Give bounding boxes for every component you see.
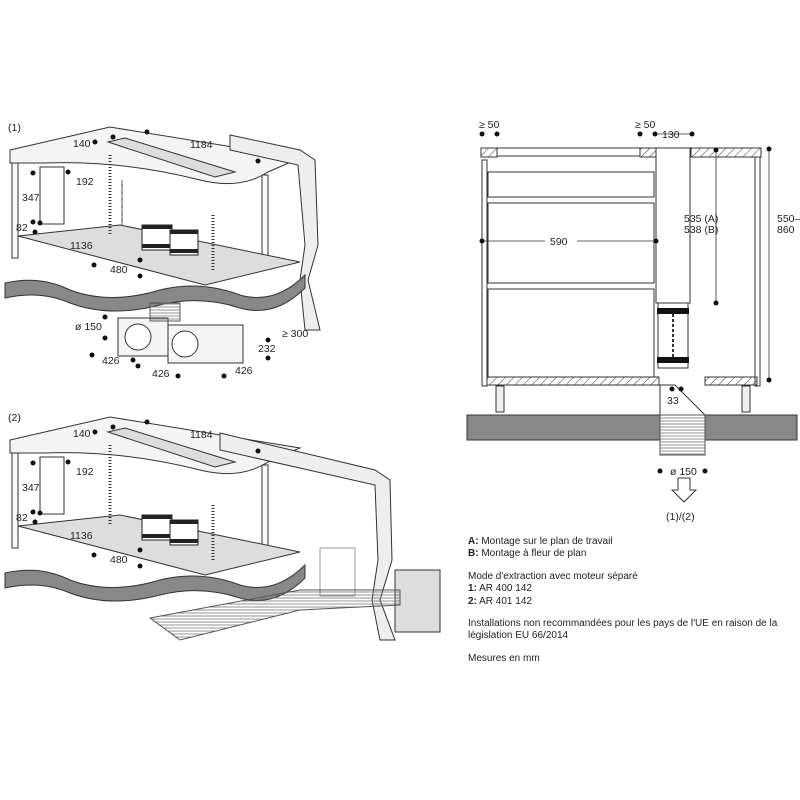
wall-module <box>39 166 65 225</box>
dim-426-c: 426 <box>235 365 253 377</box>
dim-diameter-150: ø 150 <box>75 321 102 333</box>
legend-text-a: Montage sur le plan de travail <box>481 536 613 547</box>
dim-140: 140 <box>73 138 91 150</box>
legend-text-1: AR 400 142 <box>479 583 532 595</box>
drawer-3 <box>487 288 655 378</box>
down-arrow-icon <box>670 477 698 503</box>
cabinet-base <box>17 224 301 286</box>
dim-426-a: 426 <box>102 355 120 367</box>
dim-347: 347 <box>22 192 40 204</box>
legend-key-a: A: <box>468 536 479 547</box>
cooktop <box>496 147 641 157</box>
diagram-2-label: (2) <box>8 412 21 424</box>
dim-left-clearance: ≥ 50 <box>479 119 500 131</box>
eu-warning: Installations non recommandées pour les … <box>468 618 778 642</box>
floor-right <box>704 414 798 441</box>
floor-section <box>4 273 306 312</box>
drawer-2 <box>487 202 655 284</box>
diagram-1-label: (1) <box>8 122 21 134</box>
dim-347: 347 <box>22 482 40 494</box>
dim-480: 480 <box>110 554 128 566</box>
floor-duct <box>659 414 706 456</box>
legend-notes: A: Montage sur le plan de travail B: Mon… <box>468 536 798 675</box>
dim-diameter-150: ø 150 <box>670 466 697 478</box>
wall <box>219 432 396 641</box>
extraction-mode-heading: Mode d'extraction avec moteur séparé <box>468 570 638 582</box>
dim-1136: 1136 <box>70 240 93 252</box>
wall-outlet-box <box>394 569 441 633</box>
legend-text-2: AR 401 142 <box>479 595 532 607</box>
wall-outlet-plate <box>319 547 356 597</box>
floor-left <box>466 414 661 441</box>
dim-232: 232 <box>258 343 276 355</box>
dim-426-b: 426 <box>152 368 170 380</box>
dim-590: 590 <box>550 236 568 248</box>
dim-1184: 1184 <box>190 139 213 151</box>
dim-1184: 1184 <box>190 429 213 441</box>
dim-538-b: 538 (B) <box>684 224 718 236</box>
legend-key-2: 2: <box>468 595 477 607</box>
dim-82: 82 <box>16 512 28 524</box>
dim-mid-clearance: ≥ 50 <box>635 119 656 131</box>
dim-192: 192 <box>76 176 94 188</box>
diagram-1-isometric: (1) 140 1184 <box>4 122 321 380</box>
dim-535-a: 535 (A) <box>684 213 718 225</box>
section-view: ≥ 50 ≥ 50 130 535 (A) 538 (B) 590 550– 8… <box>466 119 800 523</box>
dim-860: 860 <box>777 224 795 236</box>
downdraft-hood <box>106 137 237 178</box>
drawer-1 <box>487 171 655 198</box>
diagram-2-isometric: (2) 140 1184 192 347 82 1136 480 <box>4 412 441 641</box>
dim-1136: 1136 <box>70 530 93 542</box>
arrow-label: (1)/(2) <box>666 511 695 523</box>
dim-480: 480 <box>110 264 128 276</box>
dim-min-300: ≥ 300 <box>282 328 308 340</box>
legend-text-b: Montage à fleur de plan <box>481 548 587 560</box>
dim-82: 82 <box>16 222 28 234</box>
wall <box>229 134 321 331</box>
legend-key-1: 1: <box>468 583 477 595</box>
dim-130: 130 <box>662 129 680 141</box>
hood-duct <box>655 147 691 304</box>
dim-550: 550– <box>777 213 800 225</box>
units-note: Mesures en mm <box>468 652 540 664</box>
dim-192: 192 <box>76 466 94 478</box>
flex-duct <box>148 589 401 641</box>
dim-33: 33 <box>667 395 679 407</box>
legend-key-b: B: <box>468 548 479 560</box>
dim-140: 140 <box>73 428 91 440</box>
